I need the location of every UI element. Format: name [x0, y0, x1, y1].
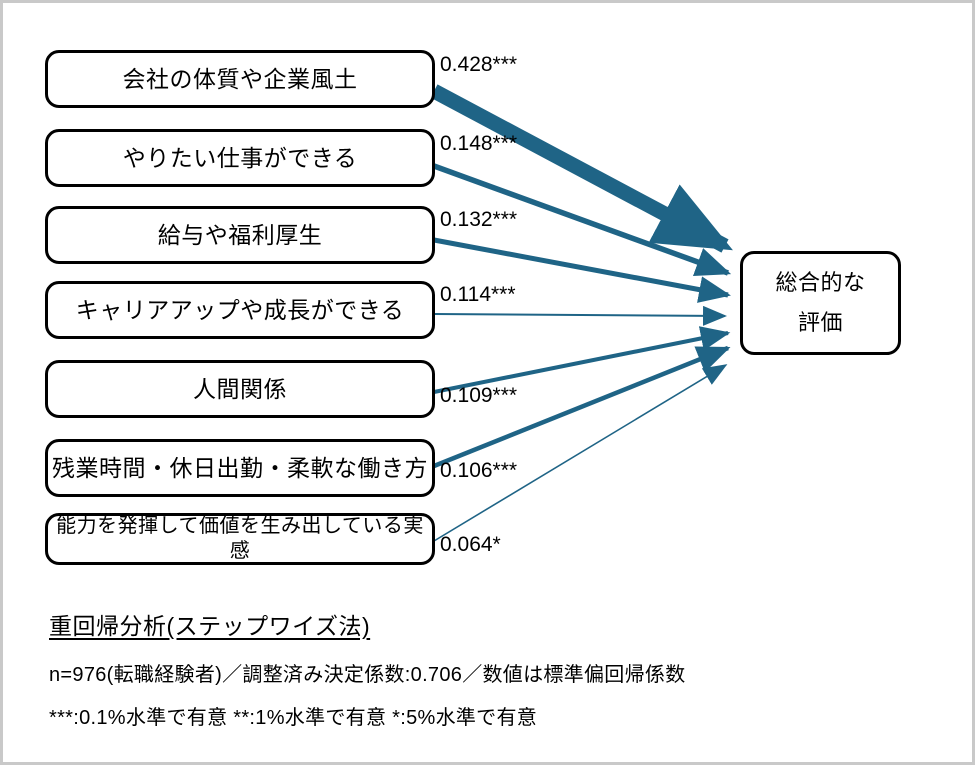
coefficient-label-1: 0.428***	[440, 53, 518, 76]
notes-block: 重回帰分析(ステップワイズ法) n=976(転職経験者)／調整済み決定係数:0.…	[49, 607, 929, 744]
notes-title: 重回帰分析(ステップワイズ法)	[49, 613, 371, 639]
arrow-path-3	[433, 237, 731, 303]
target-box[interactable]: 総合的な 評価	[740, 251, 901, 355]
arrow-path-1	[430, 84, 733, 253]
predictor-box-7[interactable]: 能力を発揮して価値を生み出している実感	[45, 513, 435, 565]
predictor-box-3[interactable]: 給与や福利厚生	[45, 206, 435, 264]
predictor-label-7: 能力を発揮して価値を生み出している実感	[56, 515, 424, 562]
predictor-label-4: キャリアアップや成長ができる	[75, 296, 405, 323]
coefficient-label-6: 0.106***	[440, 459, 518, 482]
predictor-label-3: 給与や福利厚生	[157, 221, 323, 248]
arrow-path-2	[433, 163, 732, 277]
predictor-box-6[interactable]: 残業時間・休日出勤・柔軟な働き方	[45, 439, 435, 497]
path-arrows-layer	[430, 84, 733, 542]
notes-line-significance: ***:0.1%水準で有意 **:1%水準で有意 *:5%水準で有意	[49, 707, 538, 729]
target-label: 総合的な 評価	[775, 270, 866, 335]
arrow-path-4	[433, 305, 727, 326]
predictor-label-1: 会社の体質や企業風土	[122, 65, 358, 92]
coefficient-label-5: 0.109***	[440, 384, 518, 407]
notes-line-sample: n=976(転職経験者)／調整済み決定係数:0.706／数値は標準偏回帰係数	[49, 664, 686, 686]
arrow-path-7	[433, 364, 728, 542]
coefficient-label-7: 0.064*	[440, 533, 501, 556]
predictor-box-2[interactable]: やりたい仕事ができる	[45, 129, 435, 187]
predictor-label-2: やりたい仕事ができる	[122, 144, 358, 171]
coefficient-label-3: 0.132***	[440, 208, 518, 231]
predictor-box-4[interactable]: キャリアアップや成長ができる	[45, 281, 435, 339]
arrow-path-5	[433, 326, 731, 394]
coefficient-label-4: 0.114***	[440, 283, 516, 306]
predictor-box-1[interactable]: 会社の体質や企業風土	[45, 50, 435, 108]
predictor-label-5: 人間関係	[193, 375, 287, 402]
predictor-box-5[interactable]: 人間関係	[45, 360, 435, 418]
coefficient-label-2: 0.148***	[440, 132, 518, 155]
arrow-path-6	[433, 345, 731, 469]
predictor-label-6: 残業時間・休日出勤・柔軟な働き方	[52, 454, 428, 481]
